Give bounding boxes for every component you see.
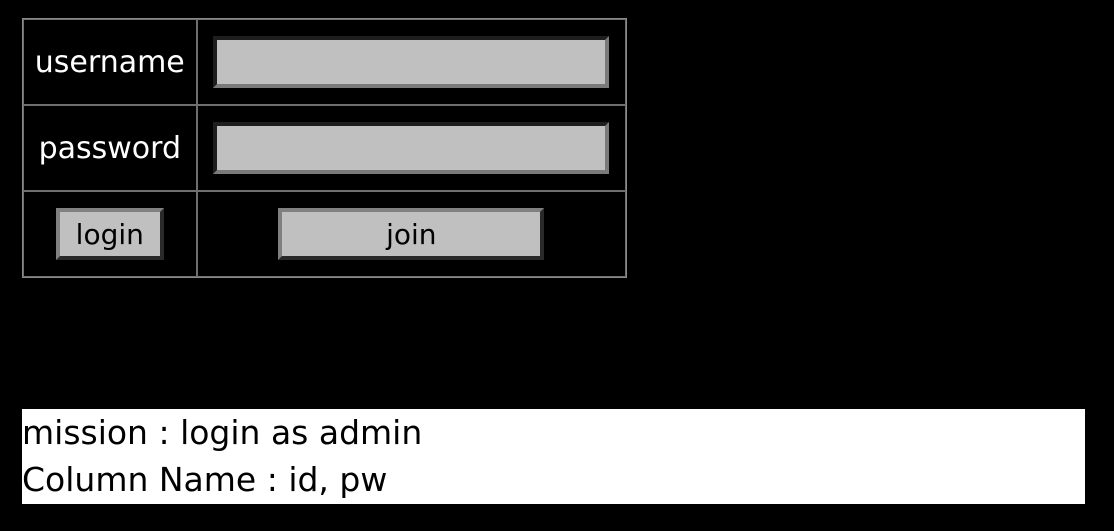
username-field-cell	[196, 19, 626, 105]
mission-text: mission : login as admin	[22, 413, 423, 452]
join-button-cell: join	[196, 191, 626, 277]
join-button[interactable]: join	[278, 208, 545, 260]
password-label: password	[23, 105, 197, 191]
login-button-cell: login	[23, 191, 197, 277]
password-field-cell	[196, 105, 626, 191]
mission-box: mission : login as admin Column Name : i…	[22, 409, 1085, 504]
username-input[interactable]	[213, 36, 610, 88]
password-row: password	[23, 105, 626, 191]
username-row: username	[23, 19, 626, 105]
column-name-text: Column Name : id, pw	[22, 460, 388, 499]
username-label: username	[23, 19, 197, 105]
login-form: username password login join	[22, 18, 627, 278]
password-input[interactable]	[213, 122, 610, 174]
login-button[interactable]: login	[55, 208, 164, 260]
button-row: login join	[23, 191, 626, 277]
